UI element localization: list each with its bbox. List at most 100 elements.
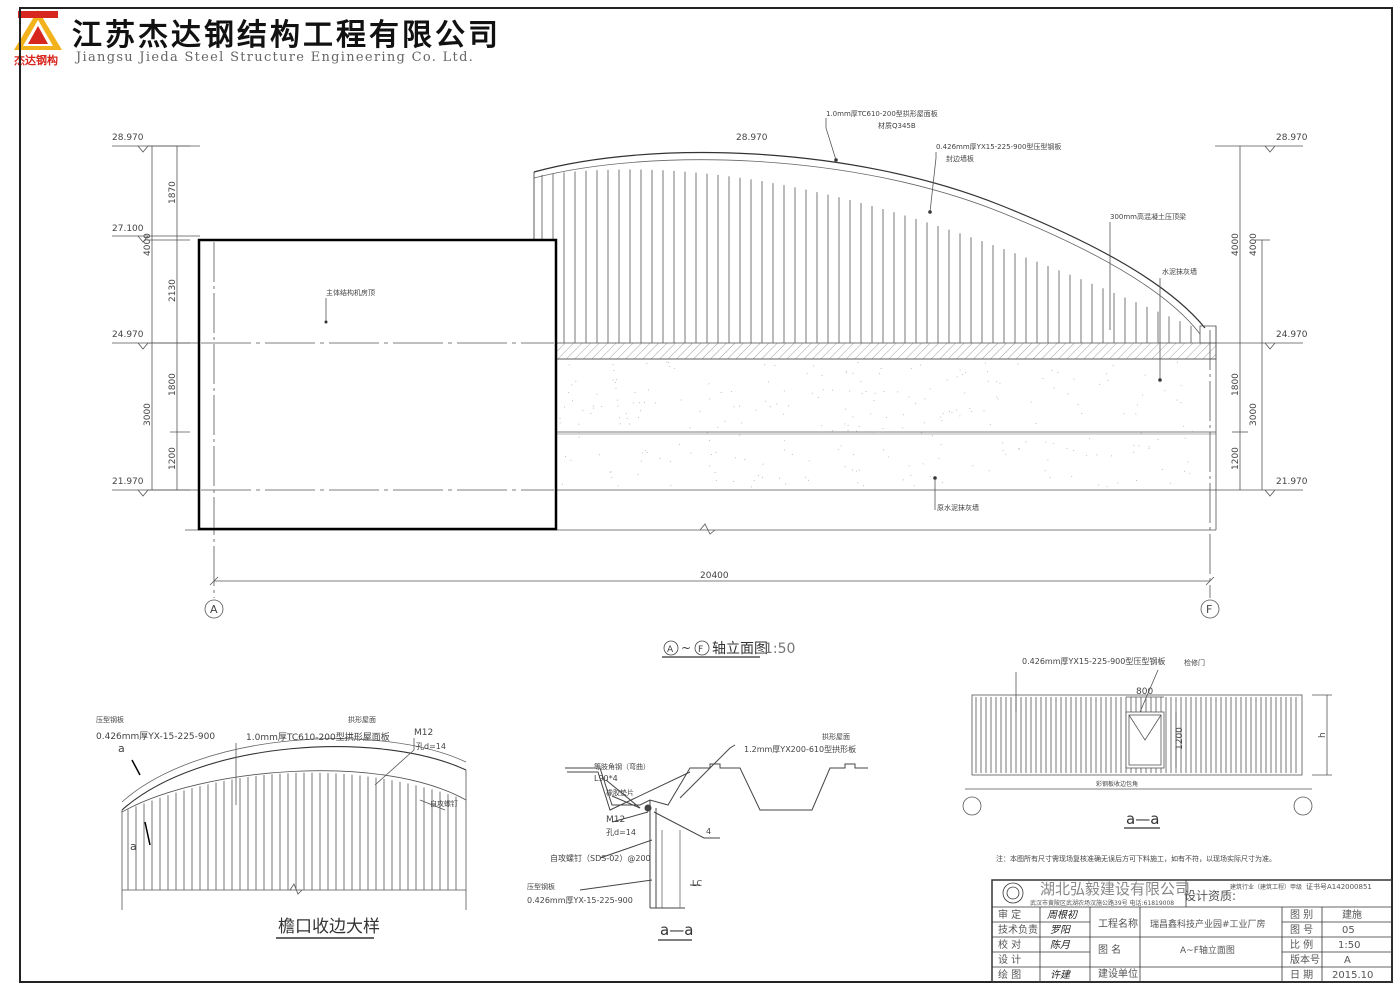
level-left-4: 21.970 bbox=[112, 477, 144, 487]
section-detail bbox=[565, 744, 868, 909]
stipple-dot bbox=[1164, 390, 1166, 392]
stipple-dot bbox=[733, 406, 735, 408]
stipple-dot bbox=[806, 372, 808, 374]
stipple-dot bbox=[1018, 448, 1020, 450]
stipple-dot bbox=[774, 364, 776, 366]
right-level-lines bbox=[1215, 145, 1303, 497]
stipple-dot bbox=[1183, 425, 1185, 427]
dim-right-inner-1: 4000 bbox=[1249, 233, 1259, 256]
dim-left-inner-4: 1200 bbox=[168, 447, 178, 470]
section-label-hole: 孔d=14 bbox=[606, 828, 636, 837]
wall-labels: 0.426mm厚YX15-225-900型压型钢板 检修门 800 1200 h… bbox=[1022, 656, 1328, 788]
left-level-lines bbox=[112, 145, 200, 497]
wall-label-door: 检修门 bbox=[1184, 658, 1205, 667]
stipple-dot bbox=[755, 409, 757, 411]
dim-right-inner-3: 1200 bbox=[1231, 447, 1241, 470]
stipple-dot bbox=[897, 391, 899, 393]
tb-address: 武汉市黄陂区武湖农场汉施公路39号 电话:61819008 bbox=[1030, 899, 1174, 907]
stipple-dot bbox=[1073, 449, 1075, 451]
stipple-dot bbox=[996, 381, 998, 383]
stipple-dot bbox=[689, 427, 691, 429]
stipple-dot bbox=[680, 399, 682, 401]
stipple-dot bbox=[739, 434, 741, 436]
stipple-dot bbox=[659, 458, 661, 460]
elevation-title: A ~ F 轴立面图 1:50 bbox=[662, 640, 795, 658]
stipple-dot bbox=[902, 414, 904, 416]
stipple-dot bbox=[940, 444, 942, 446]
stipple-dot bbox=[731, 391, 733, 393]
stipple-dot bbox=[1144, 374, 1146, 376]
tb-company: 湖北弘毅建设有限公司 bbox=[1040, 880, 1190, 898]
eave-label-roof: 拱形屋面 bbox=[348, 715, 376, 724]
tb-info-label-1: 图 别 bbox=[1290, 909, 1313, 921]
eave-detail-title: 檐口收边大样 bbox=[278, 917, 380, 937]
section-label-angle: 等肢角钢（弯曲） bbox=[594, 762, 650, 771]
wall-dim-height: 1200 bbox=[1175, 727, 1185, 750]
tb-sign-3: 陈月 bbox=[1050, 939, 1071, 951]
stipple-dot bbox=[807, 479, 809, 481]
tb-role-2: 技术负责 bbox=[998, 923, 1038, 936]
wall-stipple bbox=[559, 361, 1193, 488]
stipple-dot bbox=[852, 416, 854, 418]
stipple-dot bbox=[612, 364, 614, 366]
stipple-dot bbox=[959, 369, 961, 371]
stipple-dot bbox=[784, 483, 786, 485]
stipple-dot bbox=[1161, 469, 1163, 471]
label-wall-edge: 封边墙板 bbox=[946, 154, 974, 163]
stipple-dot bbox=[791, 453, 793, 455]
stipple-dot bbox=[1099, 383, 1101, 385]
stipple-dot bbox=[615, 387, 617, 389]
stipple-dot bbox=[578, 431, 580, 433]
stipple-dot bbox=[1085, 455, 1087, 457]
stipple-dot bbox=[617, 405, 619, 407]
stipple-dot bbox=[699, 410, 701, 412]
stipple-dot bbox=[1052, 443, 1054, 445]
stipple-dot bbox=[910, 474, 912, 476]
stipple-dot bbox=[1157, 438, 1159, 440]
stipple-dot bbox=[862, 485, 864, 487]
tb-sign-1: 周根初 bbox=[1047, 909, 1079, 921]
stipple-dot bbox=[962, 373, 964, 375]
level-left-3: 24.970 bbox=[112, 330, 144, 340]
stipple-dot bbox=[738, 405, 740, 407]
stipple-dot bbox=[1135, 479, 1137, 481]
parapet-band bbox=[555, 342, 1217, 360]
stipple-dot bbox=[845, 408, 847, 410]
logo-text: 杰达钢构 bbox=[14, 54, 58, 67]
level-left-2: 27.100 bbox=[112, 224, 144, 234]
section-label-screw: 自攻螺钉（SDS-02）@200 bbox=[550, 853, 651, 863]
stipple-dot bbox=[987, 380, 989, 382]
stipple-dot bbox=[865, 391, 867, 393]
stipple-dot bbox=[808, 460, 810, 462]
title-block bbox=[991, 879, 1393, 983]
company-name-cn: 江苏杰达钢结构工程有限公司 bbox=[72, 18, 501, 53]
stipple-dot bbox=[851, 469, 853, 471]
stipple-dot bbox=[929, 388, 931, 390]
tb-role-3: 校 对 bbox=[998, 938, 1021, 951]
stipple-dot bbox=[645, 450, 647, 452]
stipple-dot bbox=[643, 402, 645, 404]
stipple-dot bbox=[625, 413, 627, 415]
stipple-dot bbox=[923, 422, 925, 424]
label-main-roof: 主体结构机房顶 bbox=[326, 288, 375, 297]
elevation-title-text: 轴立面图 bbox=[712, 641, 768, 657]
stipple-dot bbox=[1047, 459, 1049, 461]
elevation-drawing bbox=[112, 118, 1303, 619]
stipple-dot bbox=[741, 422, 743, 424]
stipple-dot bbox=[941, 420, 943, 422]
stipple-dot bbox=[669, 366, 671, 368]
stipple-dot bbox=[969, 407, 971, 409]
stipple-dot bbox=[668, 361, 670, 363]
stipple-dot bbox=[838, 449, 840, 451]
stipple-dot bbox=[946, 379, 948, 381]
stipple-dot bbox=[1142, 394, 1144, 396]
wall-label-bottom: 彩钢板收边包角 bbox=[1096, 780, 1138, 788]
tb-info-value-5: 2015.10 bbox=[1332, 970, 1373, 981]
stipple-dot bbox=[744, 459, 746, 461]
stipple-dot bbox=[852, 453, 854, 455]
stipple-dot bbox=[883, 390, 885, 392]
stipple-dot bbox=[568, 364, 570, 366]
stipple-dot bbox=[564, 456, 566, 458]
section-detail-title: a—a bbox=[660, 921, 693, 939]
tb-sign-5: 许建 bbox=[1050, 969, 1072, 981]
